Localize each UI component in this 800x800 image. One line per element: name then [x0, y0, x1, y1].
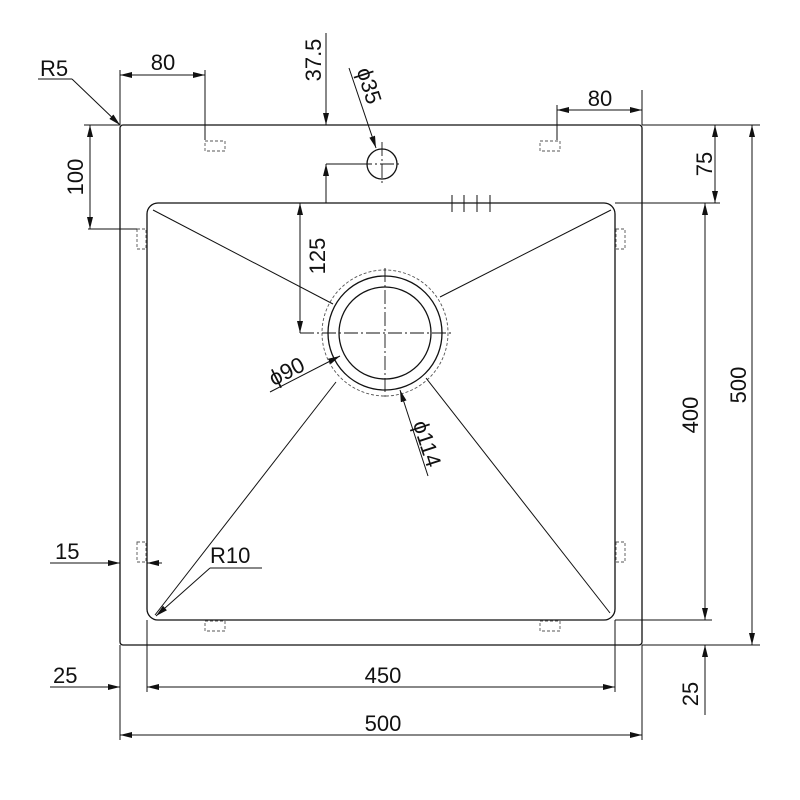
sink-outer-outline	[119, 124, 643, 646]
dim-100: 100	[63, 159, 88, 196]
dim-phi90: ϕ90	[265, 352, 309, 391]
dim-15: 15	[55, 539, 79, 564]
bowl-slope-lines	[152, 209, 612, 616]
drain	[300, 268, 452, 398]
dim-37-5: 37.5	[301, 39, 326, 82]
dim-125: 125	[305, 238, 330, 275]
dim-75: 75	[692, 152, 717, 176]
overflow-slot-marks	[451, 195, 491, 212]
mounting-clip-markers	[136, 140, 626, 632]
sink-bowl-outline	[146, 202, 616, 621]
dim-r10: R10	[210, 543, 250, 568]
dim-bottom-right-25: 25	[678, 682, 703, 706]
dim-450: 450	[365, 663, 402, 688]
dim-bottom-left-25: 25	[53, 663, 77, 688]
dim-top-right-80: 80	[588, 86, 612, 111]
dim-top-left-80: 80	[151, 50, 175, 75]
dim-400: 400	[678, 397, 703, 434]
dim-phi35: ϕ35	[352, 64, 387, 107]
dim-r5: R5	[40, 56, 68, 81]
dim-phi114: ϕ114	[408, 417, 446, 470]
dim-500-horizontal: 500	[365, 711, 402, 736]
tap-hole	[358, 142, 400, 186]
dim-500-vertical: 500	[726, 367, 751, 404]
